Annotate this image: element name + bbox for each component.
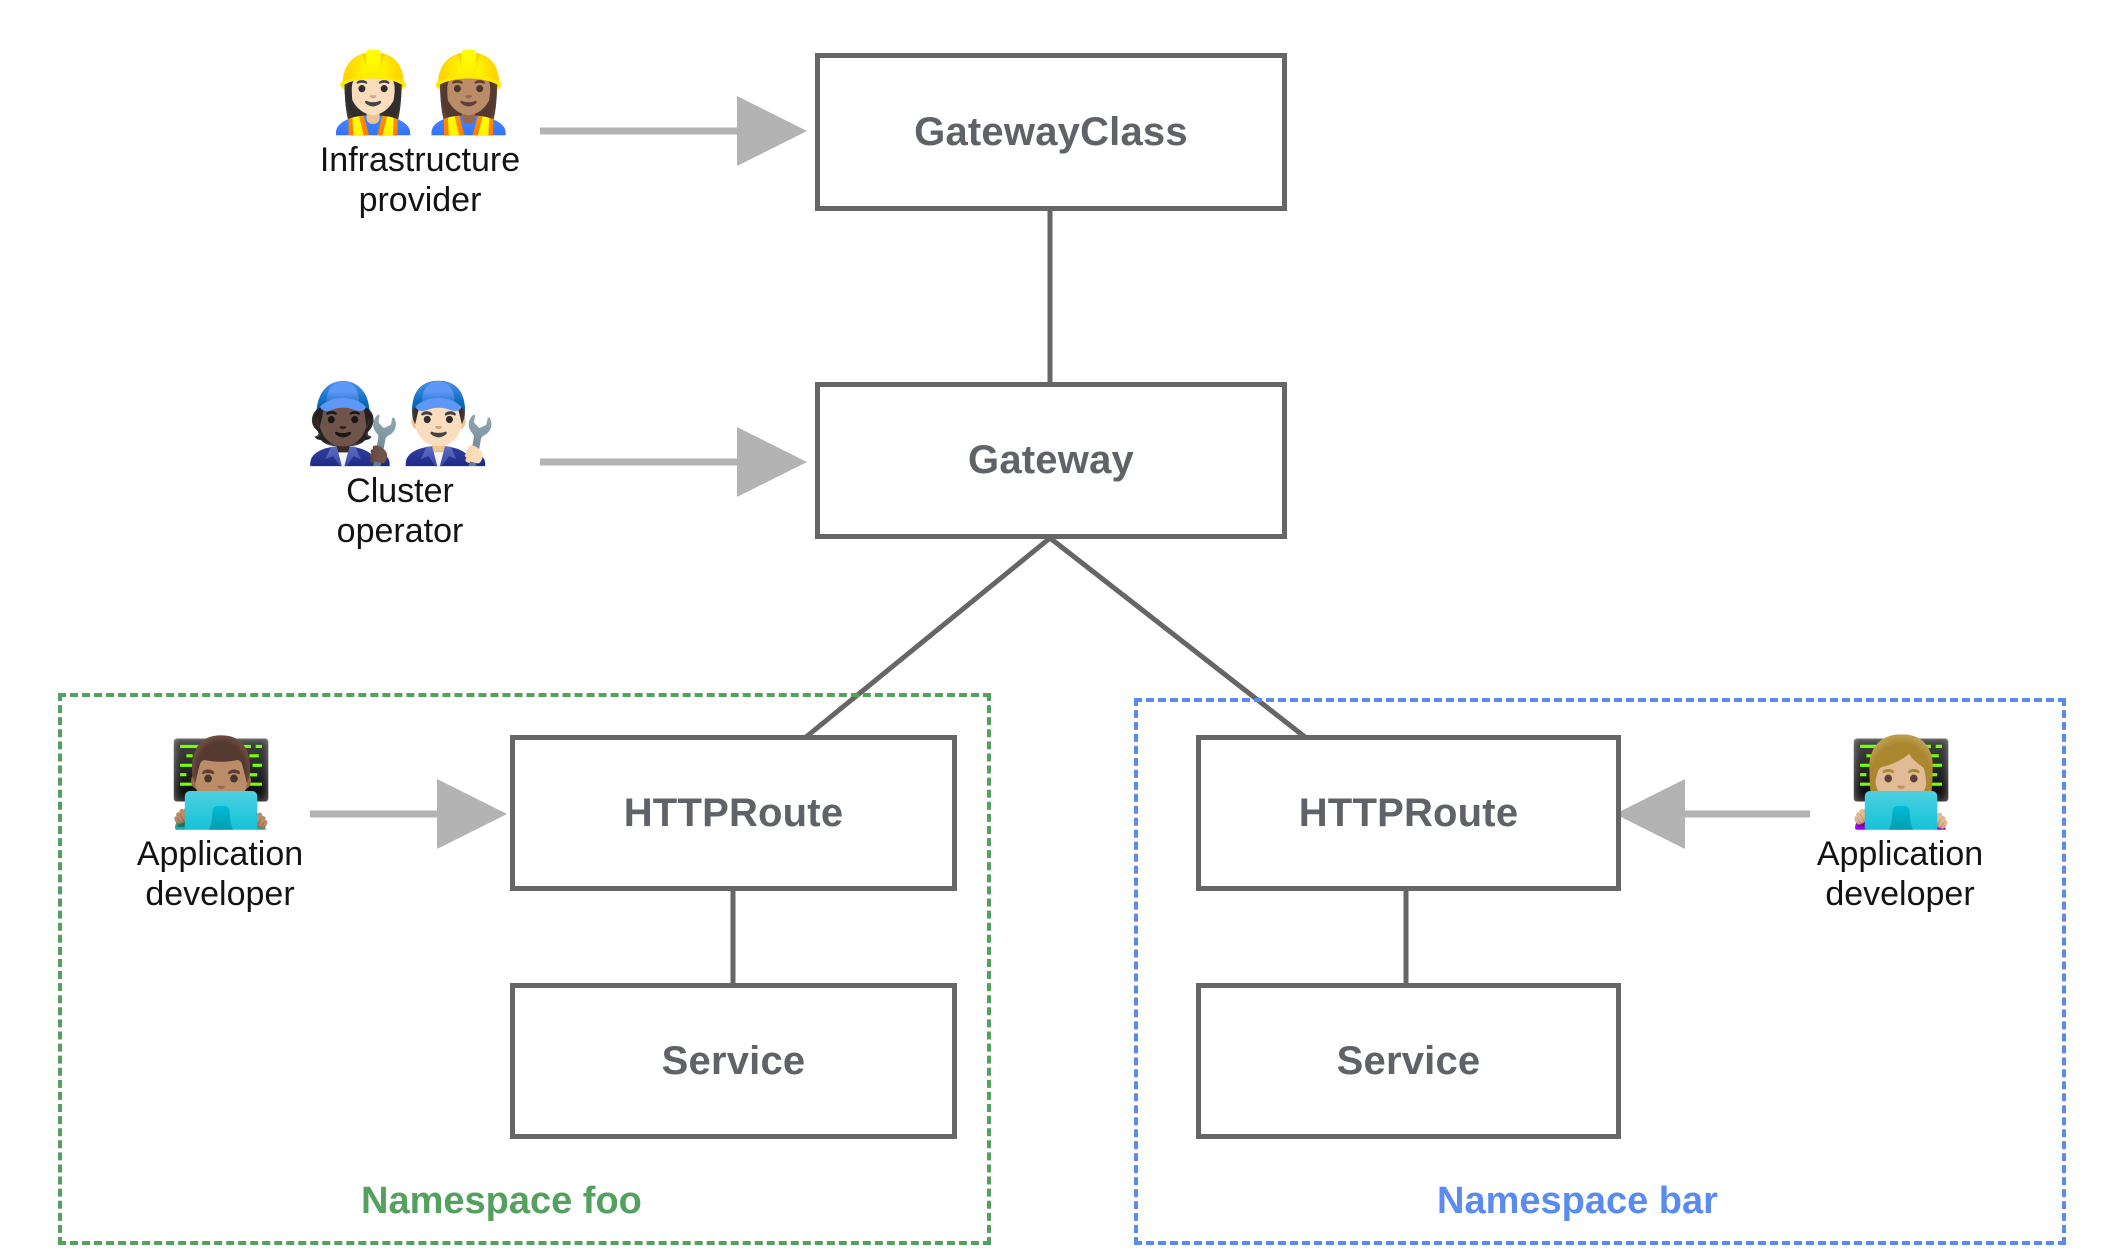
namespace-bar-container (1134, 698, 2066, 1245)
node-httproute-foo-label: HTTPRoute (623, 790, 844, 835)
persona-caption-line2: developer (1825, 875, 1975, 914)
node-httproute-foo[interactable]: HTTPRoute (510, 735, 957, 891)
construction-worker-women-emoji: 👷🏻‍♀️👷🏽‍♀️ (324, 48, 517, 136)
man-technologist-emoji: 👨🏽‍💻 (167, 735, 274, 831)
namespace-foo-container (58, 693, 991, 1245)
persona-caption-line2: operator (336, 512, 464, 550)
node-gateway[interactable]: Gateway (815, 382, 1287, 539)
woman-technologist-emoji: 👩🏼‍💻 (1847, 735, 1954, 831)
node-service-bar-label: Service (1336, 1038, 1481, 1083)
node-service-foo-label: Service (661, 1038, 806, 1083)
persona-caption-line1: Infrastructure (319, 140, 521, 179)
persona-application-developer-bar: 👩🏼‍💻 Application developer (1740, 738, 2060, 915)
persona-caption-line2: provider (358, 181, 482, 219)
persona-caption-line1: Cluster (346, 471, 454, 510)
namespace-foo-label: Namespace foo (361, 1180, 642, 1222)
persona-caption-line2: developer (145, 875, 295, 914)
persona-cluster-operator-caption: Cluster operator (337, 471, 464, 551)
persona-caption-line1: Application (136, 835, 304, 874)
mechanic-emoji: 🧑🏿‍🔧👨🏻‍🔧 (304, 379, 497, 467)
persona-cluster-operator: 🧑🏿‍🔧👨🏻‍🔧 Cluster operator (240, 379, 560, 551)
persona-infrastructure-provider-caption: Infrastructure provider (320, 140, 520, 220)
node-gateway-label: Gateway (968, 438, 1134, 482)
node-service-foo[interactable]: Service (510, 983, 957, 1139)
node-service-bar[interactable]: Service (1196, 983, 1621, 1139)
namespace-bar-label: Namespace bar (1437, 1180, 1718, 1222)
persona-application-developer-foo-caption: Application developer (137, 834, 303, 914)
node-gatewayclass-label: GatewayClass (914, 109, 1188, 154)
node-httproute-bar[interactable]: HTTPRoute (1196, 735, 1621, 891)
persona-caption-line1: Application (1816, 835, 1984, 874)
node-httproute-bar-label: HTTPRoute (1298, 790, 1519, 835)
node-gatewayclass[interactable]: GatewayClass (815, 53, 1287, 211)
persona-application-developer-foo: 👨🏽‍💻 Application developer (60, 738, 380, 915)
persona-application-developer-bar-caption: Application developer (1817, 834, 1983, 914)
persona-infrastructure-provider: 👷🏻‍♀️👷🏽‍♀️ Infrastructure provider (260, 48, 580, 220)
